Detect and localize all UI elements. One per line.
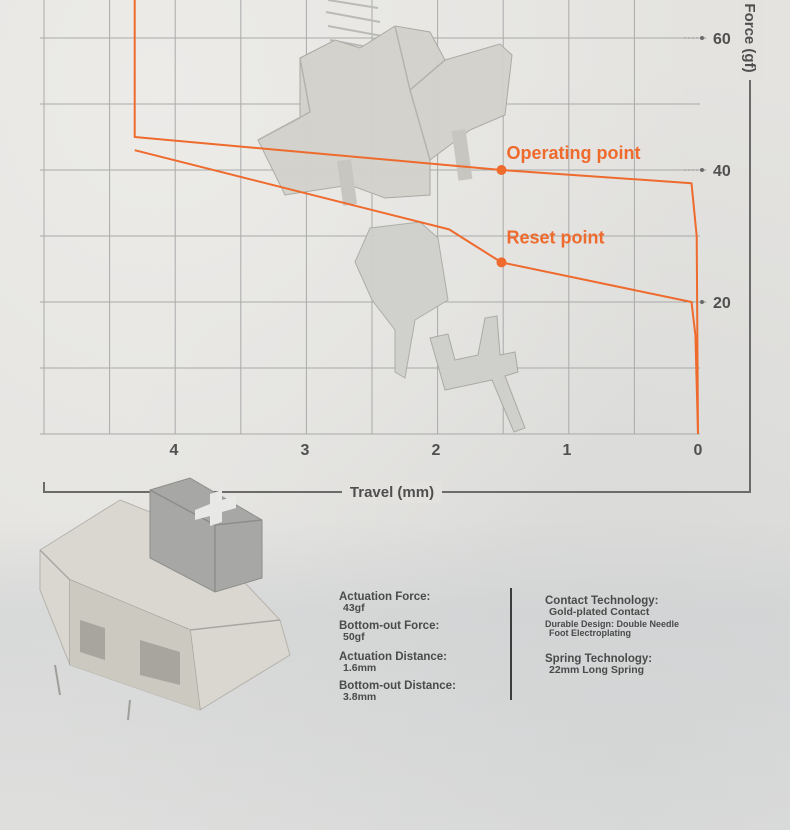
stem-housing-illustration — [257, 25, 513, 199]
spec-value: Gold-plated Contact — [549, 606, 650, 618]
spec-bottom-out-force: Bottom-out Force: 50gf — [339, 620, 439, 642]
x-tick-label: 2 — [432, 442, 441, 459]
stem-detail-lines — [257, 25, 446, 161]
spec-value: 43gf — [343, 602, 365, 614]
reset-curve — [134, 149, 699, 435]
operating-curve — [133, 0, 699, 435]
key-switch-illustration — [39, 477, 291, 721]
y-axis-label: Force (gf) — [741, 3, 758, 72]
spec-value: 3.8mm — [343, 691, 377, 703]
y-tick-labels: 20 40 60 — [684, 31, 731, 312]
spec-label: Durable Design: Double Needle — [545, 619, 680, 629]
spec-label: Actuation Force: — [339, 591, 431, 603]
spec-bottom-out-distance: Bottom-out Distance: 3.8mm — [339, 680, 456, 702]
spec-label: Actuation Distance: — [339, 651, 447, 663]
y-tick-dot — [700, 36, 704, 40]
switch-stem-edges — [149, 489, 263, 592]
x-axis-label: Travel (mm) — [350, 484, 434, 501]
spec-value: Foot Electroplating — [549, 628, 631, 638]
spec-actuation-distance: Actuation Distance: 1.6mm — [339, 651, 447, 673]
annotation-label: Operating point — [507, 143, 641, 163]
x-tick-label: 1 — [563, 442, 572, 459]
chart-curves — [133, 0, 699, 435]
spec-spring-technology: Spring Technology: 22mm Long Spring — [545, 653, 652, 675]
annotation-point — [496, 257, 507, 268]
spec-label: Bottom-out Distance: — [339, 680, 456, 692]
switch-cross-mount — [195, 490, 236, 526]
spec-contact-technology: Contact Technology: Gold-plated Contact — [545, 595, 659, 617]
spec-divider — [510, 588, 512, 700]
spec-value: 1.6mm — [343, 662, 377, 674]
spec-label: Contact Technology: — [545, 595, 659, 607]
y-tick-dot — [700, 168, 704, 172]
exploded-switch-illustration — [257, 0, 526, 433]
y-axis-label-backdrop — [740, 0, 762, 80]
spec-label: Spring Technology: — [545, 653, 653, 665]
spec-value: 50gf — [343, 631, 365, 643]
stem-leg-left — [337, 159, 358, 206]
spec-actuation-force: Actuation Force: 43gf — [339, 591, 430, 613]
switch-pins — [54, 664, 131, 721]
annotation-label: Reset point — [507, 227, 605, 247]
contact-leaf-illustration — [354, 221, 449, 379]
annotation-point — [496, 165, 507, 175]
y-tick-label: 20 — [713, 295, 731, 312]
spec-value: 22mm Long Spring — [549, 664, 645, 676]
spec-durable-design: Durable Design: Double Needle Foot Elect… — [545, 619, 679, 638]
y-tick-label: 60 — [713, 31, 731, 48]
x-axis-label-backdrop — [342, 481, 442, 503]
stem-leg-right — [451, 129, 473, 181]
x-tick-labels: 4 3 2 1 0 — [170, 442, 703, 459]
y-tick-label: 40 — [713, 163, 731, 180]
y-tick-dot — [700, 300, 704, 304]
x-tick-label: 3 — [301, 442, 310, 459]
contact-pin-illustration — [429, 315, 526, 433]
switch-window — [80, 620, 180, 685]
spec-label: Bottom-out Force: — [339, 620, 440, 632]
x-tick-label: 0 — [694, 442, 703, 459]
x-tick-label: 4 — [170, 442, 179, 459]
